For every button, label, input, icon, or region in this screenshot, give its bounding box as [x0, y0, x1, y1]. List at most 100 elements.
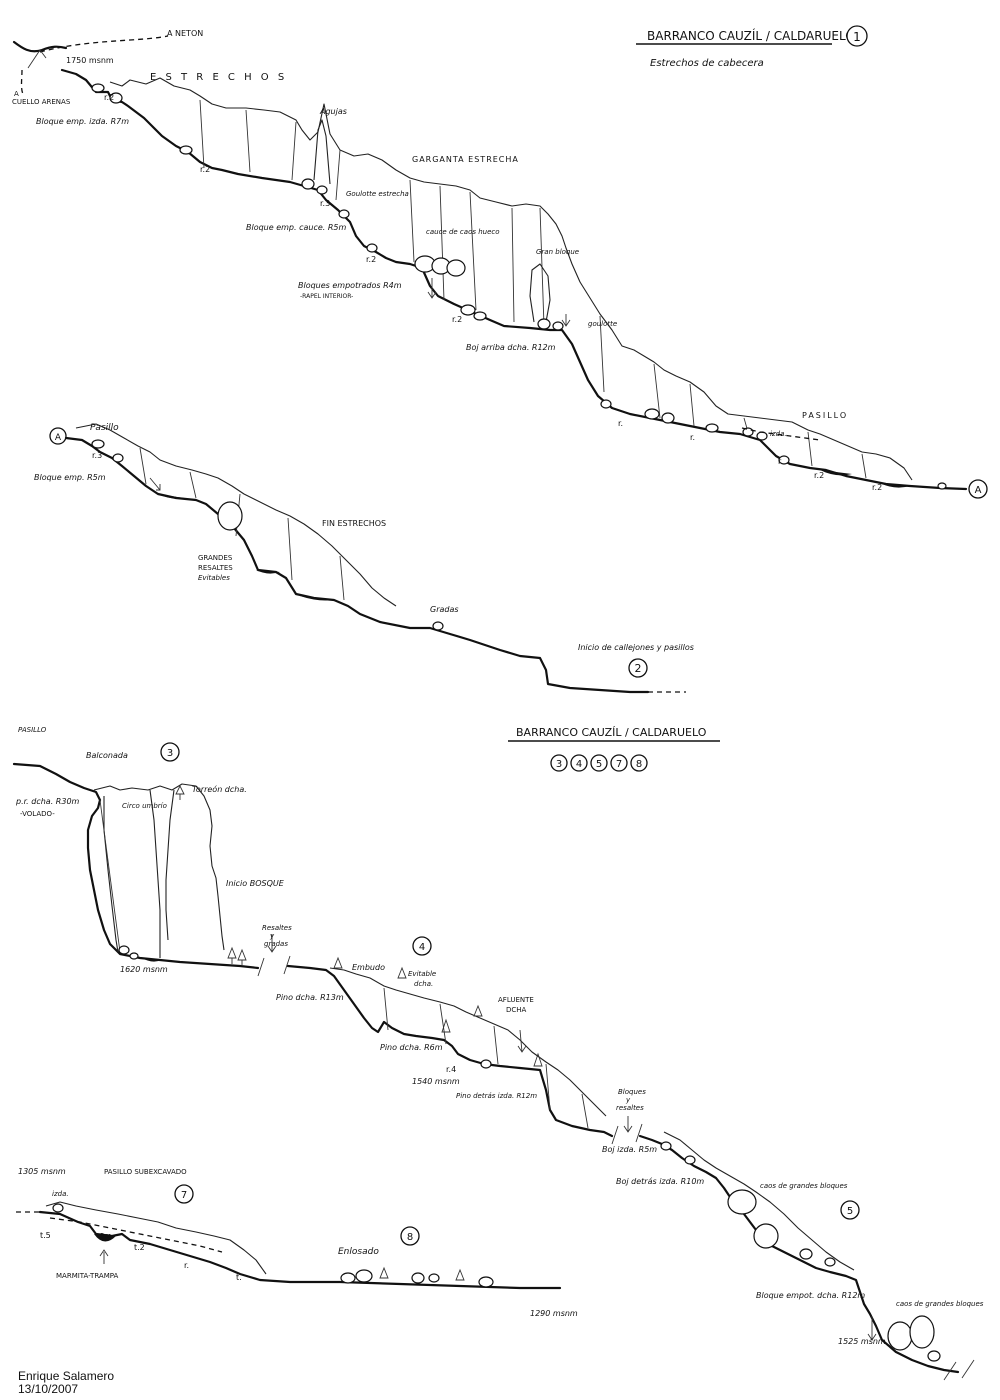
label-garganta: GARGANTA ESTRECHA	[412, 155, 519, 164]
boulder-1d	[301, 178, 315, 190]
wall-hatch-2	[139, 447, 345, 601]
boulder-1r	[778, 455, 790, 465]
floor-profile-3	[12, 762, 260, 970]
boulder-2c	[217, 501, 243, 531]
label-inicio-bosque: Inicio BOSQUE	[226, 879, 285, 888]
label-r3: r.3	[320, 199, 330, 208]
boulder-4c	[684, 1155, 696, 1165]
pool-1b	[882, 484, 910, 488]
label-marmita: MARMITA-TRAMPA	[56, 1272, 119, 1280]
wall-hatch-4	[383, 987, 589, 1129]
right-wall-1	[109, 77, 913, 481]
boulder-5b	[753, 1223, 779, 1249]
label-embudo: Embudo	[352, 963, 385, 972]
boulder-1o	[705, 423, 719, 433]
num3-circle	[160, 742, 180, 762]
label-evitable-2: dcha.	[414, 980, 433, 988]
pasillo-subexcavado-line	[49, 1217, 223, 1253]
sheet3-num-0: 3	[556, 759, 562, 770]
label-grandes-1: GRANDES	[198, 554, 233, 562]
label-boj-r10: Boj detrás izda. R10m	[616, 1177, 704, 1186]
circo-wall-b	[165, 789, 175, 941]
label-grandes-2: RESALTES	[198, 564, 233, 572]
boulder-1h	[460, 304, 476, 316]
sheet3-num-circle-0	[550, 754, 568, 772]
sheet3-num-1: 4	[576, 759, 582, 770]
boulder-5g	[927, 1350, 941, 1362]
boulder-5a	[727, 1189, 757, 1215]
label-resaltes-2: y	[269, 932, 275, 940]
boulder-8b	[355, 1269, 373, 1283]
label-r-e: r.	[618, 419, 623, 428]
sheet-3: BARRANCO CAUZÍL / CALDARUELO 3 4 5 7 8	[12, 726, 984, 1381]
label-t-7: t.	[236, 1273, 242, 1282]
label-circo: Circo umbrío	[122, 802, 167, 810]
tree-icon	[533, 1052, 543, 1067]
label-bloques-1: Bloques	[618, 1088, 646, 1096]
label-gradas: Gradas	[430, 605, 459, 614]
rappel-arrow-r12b	[867, 1316, 877, 1341]
sheet3-num-circle-2	[590, 754, 608, 772]
boulder-1e	[316, 185, 328, 195]
label-r-f: r.	[690, 433, 695, 442]
label-goulotte: goulotte	[588, 320, 617, 328]
sheet3-num-circle-4	[630, 754, 648, 772]
pool-2c	[300, 596, 334, 601]
boulder-1k	[552, 321, 564, 331]
boulder-8d	[428, 1273, 440, 1283]
label-num3: 3	[167, 748, 173, 759]
boulder-5e	[887, 1321, 913, 1351]
boulder-4b	[660, 1141, 672, 1151]
label-bloques-2: y	[625, 1096, 631, 1104]
right-wall-3	[93, 783, 225, 951]
boulder-1b	[109, 92, 123, 104]
label-afluente-1: AFLUENTE	[498, 996, 534, 1004]
label-bloque-r12: Bloque empot. dcha. R12m	[756, 1291, 865, 1300]
label-evitable-1: Evitable	[408, 970, 436, 978]
arrow-bloques	[623, 1116, 633, 1133]
tree-icon	[227, 946, 237, 964]
label-cuello-a: A	[14, 90, 19, 98]
label-enlosado: Enlosado	[338, 1247, 379, 1257]
marker-a-end	[968, 479, 988, 499]
label-boj-r5: Boj izda. R5m	[602, 1145, 657, 1154]
label-alt-1540: 1540 msnm	[412, 1077, 460, 1086]
boulder-8c	[411, 1272, 425, 1284]
label-r2e: r.2	[814, 471, 824, 480]
tree-icon	[397, 966, 407, 979]
label-pasillo-sub: PASILLO SUBEXCAVADO	[104, 1168, 187, 1176]
label-gran-bloque: Gran bloque	[536, 248, 579, 256]
sheet2-number-circle	[628, 658, 648, 678]
arrow-resaltes	[267, 934, 277, 953]
label-pasillo-1: PASILLO	[802, 411, 848, 420]
boulder-1p	[742, 427, 754, 437]
label-pino-r12: Pino detrás izda. R12m	[456, 1092, 537, 1100]
break-marks-4	[611, 1123, 643, 1145]
floor-profile-1	[60, 68, 968, 491]
boulder-1f	[338, 209, 350, 219]
rappel-line-r30	[99, 799, 121, 953]
boulder-1i	[473, 311, 487, 321]
label-resaltes-3: gradas	[264, 940, 288, 948]
label-alt-1620: 1620 msnm	[120, 965, 168, 974]
label-t2: t.2	[134, 1243, 145, 1252]
label-num4: 4	[419, 942, 425, 953]
boulder-1n	[661, 412, 675, 424]
caos-block-c	[446, 259, 466, 277]
boulder-1m	[644, 408, 660, 420]
pool-1a	[820, 470, 852, 476]
label-num8: 8	[407, 1232, 413, 1243]
cuello-path	[20, 69, 25, 97]
right-wall-7	[45, 1201, 267, 1275]
arrow-afluente	[517, 1029, 527, 1053]
label-izda-7: izda.	[52, 1190, 69, 1198]
marker-a-start	[49, 427, 67, 445]
circo-wall-c	[103, 796, 119, 953]
boulder-1a	[91, 83, 105, 93]
pasillo-ledge	[741, 427, 821, 441]
label-torreon: Torreón dcha.	[192, 784, 247, 794]
right-wall-4	[329, 967, 607, 1117]
right-wall-5	[663, 1131, 855, 1271]
label-izda-1: izda.	[770, 430, 787, 438]
approach-arrow	[27, 49, 47, 69]
